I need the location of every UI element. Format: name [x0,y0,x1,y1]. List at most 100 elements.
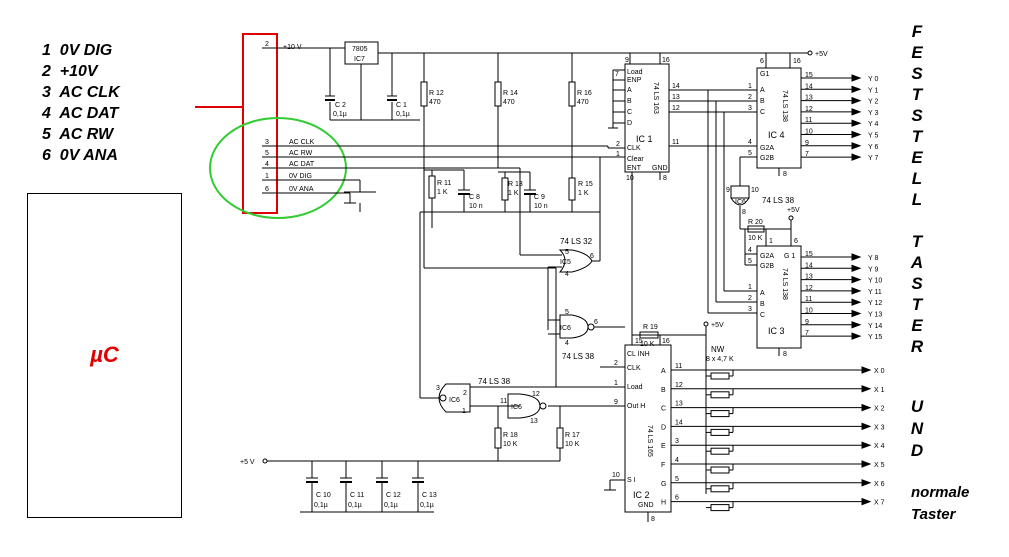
pin-list-item: 4 AC DAT [42,105,119,122]
ic1-pin-number: 16 [662,57,670,64]
input-x-label: X 4 [874,443,885,450]
regulator-ref: IC7 [354,56,365,63]
ic1-pin-number: 8 [663,175,667,182]
ic2-input-pin-number: 12 [675,382,683,389]
connector-pin-name: AC CLK [289,139,315,146]
arrow-icon [861,403,872,412]
ic1-pin-number: 11 [672,139,679,146]
r15-ref: R 15 [578,181,593,188]
ic2-pin-label: S I [627,477,636,484]
arrow-icon [851,96,862,105]
ic5-ref: IC5 [560,259,571,266]
normale-label: normale [911,484,970,501]
arrow-icon [851,275,862,284]
ic2-pin-number: 10 [612,472,620,479]
ic1-pin-label: D [627,120,632,127]
ic1-clk-label: CLK [627,145,641,152]
r20-network: +5V R 20 10 K [745,207,800,242]
pullup-resistors: R 12 470 R 14 470 R 16 470 [420,53,592,168]
power-rail-top: 7805 IC7 +5V C 2 0,1µ C 1 0,1µ [276,41,828,121]
r16-ref: R 16 [577,90,592,97]
ic6d-pin-number: 8 [742,209,746,216]
nw-ref: NW [711,345,725,354]
ic2-input-pin-number: 11 [675,363,682,370]
pin-list-item: 5 AC RW [42,126,114,143]
arrow-icon [851,287,862,295]
arrow-icon [851,309,862,318]
ic4-ref: IC 4 [768,130,785,140]
r14-ref: R 14 [503,90,518,97]
output-label: Y 9 [868,266,878,273]
ic2-input-letter: E [661,443,666,450]
ic6c-pin-number: 11 [500,398,507,405]
nw-value: 8 x 4,7 K [706,356,734,363]
ic3-pin-label: C [760,312,765,319]
pin-list-item: 3 AC CLK [42,84,120,101]
output-label: Y 15 [868,334,882,341]
connector-pin-number: 6 [265,186,269,193]
r15-value: 1 K [578,190,589,197]
r19-ref: R 19 [643,324,658,331]
c11-value: 0,1µ [348,502,362,509]
output-label: Y 1 [868,87,878,94]
ic2-input-pin-number: 3 [675,438,679,445]
output-label: Y 5 [868,133,878,140]
feststell-letter: L [911,190,923,209]
output-pin-number: 15 [805,72,813,79]
output-label: Y 7 [868,155,878,162]
ic1-pin-label: Load [627,69,643,76]
bottom-supply: +5 V C 10 0,1µ C 11 0,1µ C 12 0,1µ C 13 … [240,458,560,513]
ic6a-pin-number: 6 [594,319,598,326]
ic3-pin-number: 8 [783,351,787,358]
output-pin-number: 11 [805,117,812,124]
c9-value: 10 n [534,203,548,210]
output-label: Y 13 [868,312,882,319]
ic2-pin-number: 8 [651,516,655,523]
output-pin-number: 11 [805,296,812,303]
ic3-74ls138: G2A G2B G 1 A B C IC 3 74 LS 138 1 6 4 5… [707,90,802,358]
r17-value: 10 K [565,441,580,448]
ic2-input-letter: F [661,462,665,469]
output-label: Y 12 [868,300,882,307]
taster-letter: R [910,337,924,356]
ic2-input-pin-number: 13 [675,401,683,408]
plus5v-ic3-label: +5V [787,207,800,214]
plus5v-label: +5V [815,51,828,58]
r13-ref: R 13 [508,181,523,188]
ic5-pin-number: 5 [565,249,569,256]
ic3-ref: IC 3 [768,326,785,336]
ic2-input-letter: B [661,387,666,394]
ic2-input-letter: A [661,368,666,375]
ic1-pin-number: 2 [616,141,620,148]
ic2-input-letter: G [661,481,666,488]
ic6c-pin-number: 12 [532,391,540,398]
feststell-letter: E [911,43,923,62]
ic2-pin-number: 9 [614,399,618,406]
ic3-pin-number: 5 [748,258,752,265]
connector-pin-name: AC DAT [289,161,315,168]
ic2-pin-label: GND [638,502,654,509]
pullup-resistor [710,485,730,493]
r18-value: 10 K [503,441,518,448]
output-label: Y 10 [868,278,882,285]
ic1-pin-label: A [627,87,632,94]
ic2-input-pin-number: 14 [675,419,683,426]
arrow-icon [851,253,862,261]
ic4-pin-number: 4 [748,139,752,146]
output-pin-number: 14 [805,83,813,90]
ic2-input-pin-number: 5 [675,476,679,483]
taster-letter: A [910,253,924,272]
und-letter: U [910,397,924,416]
pullup-resistor [710,466,730,474]
input-x-label: X 1 [874,387,885,394]
rc-filters: R 11 1 K C 8 10 n R 13 1 K C 9 10 n R 15… [424,146,601,228]
c13-ref: C 13 [422,492,437,499]
ic2-input-pin-number: 4 [675,457,679,464]
pin-list-item: 6 0V ANA [42,147,118,164]
r14-value: 470 [503,99,515,106]
connector-pin-name: 0V DIG [289,173,312,180]
output-pin-number: 13 [805,95,813,102]
arrow-icon [851,321,862,329]
